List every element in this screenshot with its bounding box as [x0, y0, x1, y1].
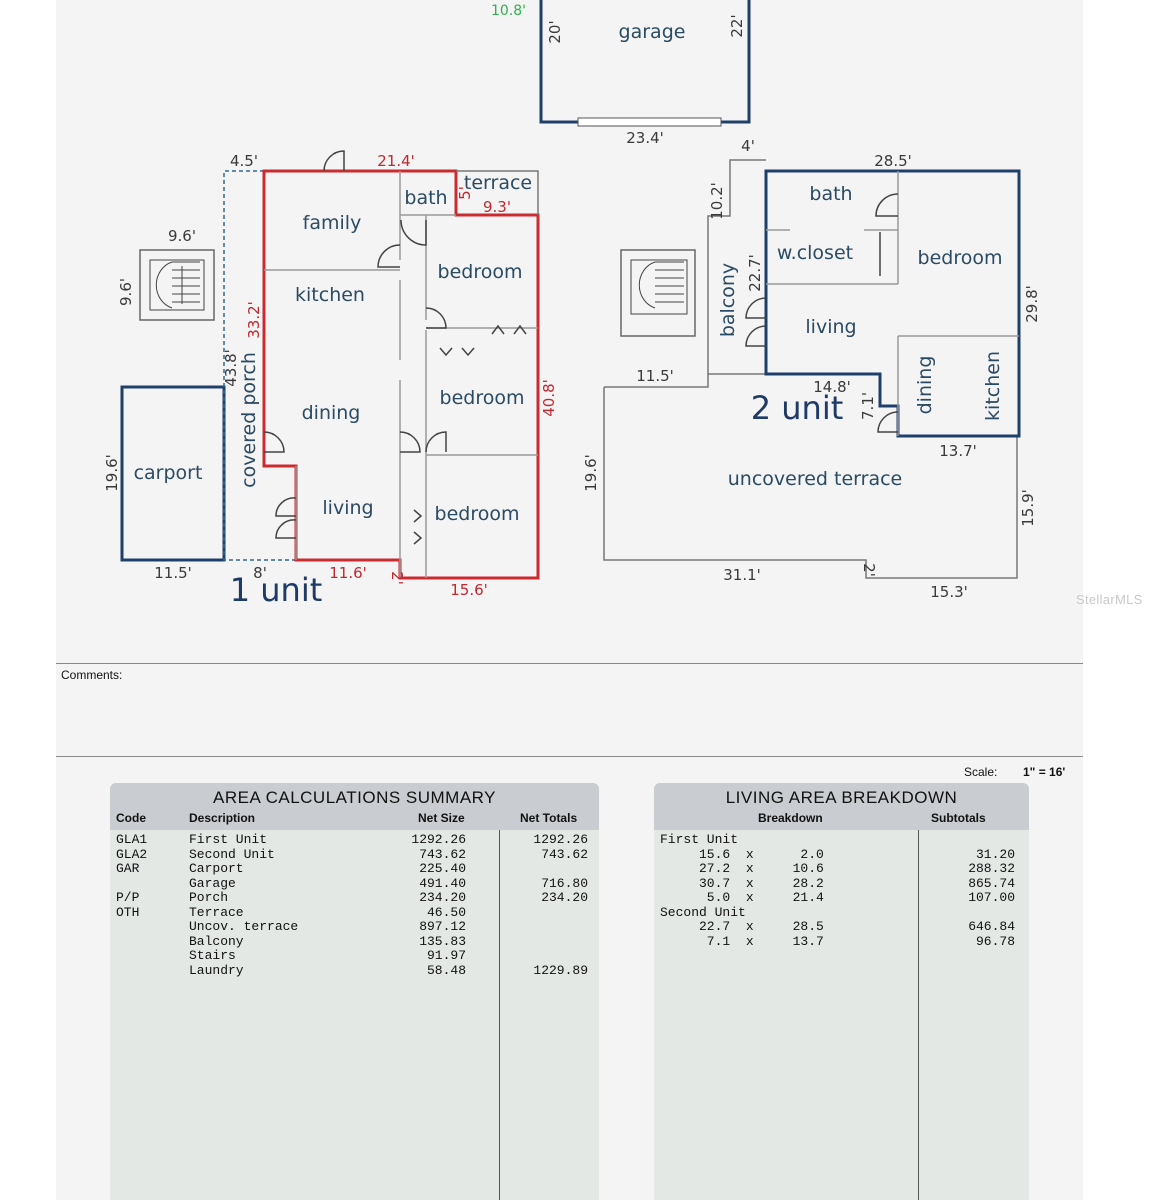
unit2-stairs — [620, 249, 696, 337]
dim-29-8: 29.8' — [1023, 285, 1041, 323]
col-net-size-header: Net Size — [418, 811, 465, 825]
divider-top — [56, 663, 1083, 664]
room-living-unit1: living — [322, 497, 373, 519]
dim-15-3: 15.3' — [930, 583, 968, 601]
dim-11-6: 11.6' — [329, 564, 367, 582]
dim-7-1: 7.1' — [859, 392, 877, 420]
room-balcony: balcony — [717, 263, 739, 337]
dim-14-8: 14.8' — [813, 378, 851, 396]
room-family: family — [303, 212, 362, 234]
room-terrace: terrace — [464, 172, 532, 194]
dim-21-4: 21.4' — [377, 152, 415, 170]
dim-8: 8' — [253, 564, 267, 582]
unit2-doors — [745, 193, 899, 433]
dim-19-6-carport: 19.6' — [103, 454, 121, 492]
area-descriptions: First Unit Second Unit Carport Garage Po… — [189, 832, 299, 978]
room-bedroom-3: bedroom — [435, 503, 520, 525]
dim-33-2: 33.2' — [245, 301, 263, 339]
dim-31-1: 31.1' — [723, 566, 761, 584]
dim-2-unit1: 2' — [388, 571, 406, 585]
col-code-header: Code — [116, 811, 146, 825]
dim-4: 4' — [741, 137, 755, 155]
dim-15-6: 15.6' — [450, 581, 488, 599]
garage-label: garage — [619, 21, 686, 43]
room-kitchen-unit1: kitchen — [295, 284, 365, 306]
dim-11-5-unit2: 11.5' — [636, 367, 674, 385]
comments-label: Comments: — [61, 668, 123, 682]
scale-label: Scale: — [964, 765, 998, 779]
dim-4-5: 4.5' — [230, 152, 258, 170]
unit2-interior-walls — [766, 171, 1019, 436]
room-bedroom-unit2: bedroom — [918, 247, 1003, 269]
dim-9-6-side: 9.6' — [117, 278, 135, 306]
dim-43-8: 43.8' — [222, 349, 240, 387]
garage-dim-right: 22' — [728, 14, 746, 37]
living-breakdown-title: LIVING AREA BREAKDOWN — [725, 788, 958, 807]
area-codes: GLA1 GLA2 GAR P/P OTH — [116, 832, 148, 920]
room-living-unit2: living — [805, 316, 856, 338]
dim-11-5-carport: 11.5' — [154, 564, 192, 582]
floor-plan-drawing: 10.8' garage 20' 22' 23.4' — [103, 0, 1041, 609]
living-breakdown-rows: First Unit 15.6 x 2.0 27.2 x 10.6 30.7 x… — [660, 832, 824, 949]
room-dining-unit2: dining — [914, 356, 936, 415]
dim-22-7: 22.7' — [746, 254, 764, 292]
dim-28-5: 28.5' — [874, 152, 912, 170]
col-subtotals-header: Subtotals — [931, 811, 986, 825]
room-bath-unit2: bath — [809, 183, 852, 205]
carport-outline — [120, 385, 226, 562]
dim-2-unit2: 2' — [860, 563, 878, 577]
uncovered-terrace-outline — [603, 387, 1018, 579]
garage-top-dim: 10.8' — [491, 3, 526, 19]
dim-15-9: 15.9' — [1019, 489, 1037, 527]
dim-40-8: 40.8' — [540, 379, 558, 417]
watermark: StellarMLS — [1076, 592, 1143, 607]
area-net-totals: 1292.26 743.62 716.80 234.20 1229.89 — [533, 832, 588, 978]
dim-13-7: 13.7' — [939, 442, 977, 460]
garage-dim-bottom: 23.4' — [626, 129, 664, 147]
col-net-totals-header: Net Totals — [520, 811, 578, 825]
dim-9-6-top: 9.6' — [168, 227, 196, 245]
room-bedroom-2: bedroom — [440, 387, 525, 409]
room-dining-unit1: dining — [302, 402, 361, 424]
unit1-stairs — [139, 249, 215, 321]
divider-bottom — [56, 756, 1083, 757]
scale-value: 1" = 16' — [1023, 765, 1066, 779]
col-breakdown-header: Breakdown — [758, 811, 823, 825]
area-summary-panel: AREA CALCULATIONS SUMMARY Code Descripti… — [110, 783, 599, 1200]
dim-5: 5' — [456, 186, 474, 200]
garage-outline — [539, 0, 751, 124]
room-bath-unit1: bath — [404, 187, 447, 209]
room-uncovered-terrace: uncovered terrace — [728, 468, 902, 490]
unit2-label: 2 unit — [751, 389, 844, 427]
unit1-doors — [263, 150, 527, 545]
room-kitchen-unit2: kitchen — [982, 351, 1004, 421]
dim-9-3: 9.3' — [483, 198, 511, 216]
living-breakdown-panel: LIVING AREA BREAKDOWN Breakdown Subtotal… — [654, 783, 1029, 1200]
living-subtotals: 31.20 288.32 865.74 107.00 646.84 96.78 — [968, 846, 1015, 949]
covered-porch-outline — [223, 170, 296, 561]
dim-19-6-unit2: 19.6' — [582, 454, 600, 492]
area-net-sizes: 1292.26 743.62 225.40 491.40 234.20 46.5… — [411, 832, 466, 978]
room-carport: carport — [134, 462, 203, 484]
col-description-header: Description — [189, 811, 256, 825]
unit1-label: 1 unit — [230, 571, 323, 609]
room-bedroom-1: bedroom — [438, 261, 523, 283]
room-covered-porch: covered porch — [238, 352, 260, 488]
dim-10-2: 10.2' — [708, 182, 726, 220]
garage-dim-left: 20' — [546, 20, 564, 43]
room-w-closet: w.closet — [777, 242, 853, 264]
area-summary-title: AREA CALCULATIONS SUMMARY — [213, 788, 496, 807]
